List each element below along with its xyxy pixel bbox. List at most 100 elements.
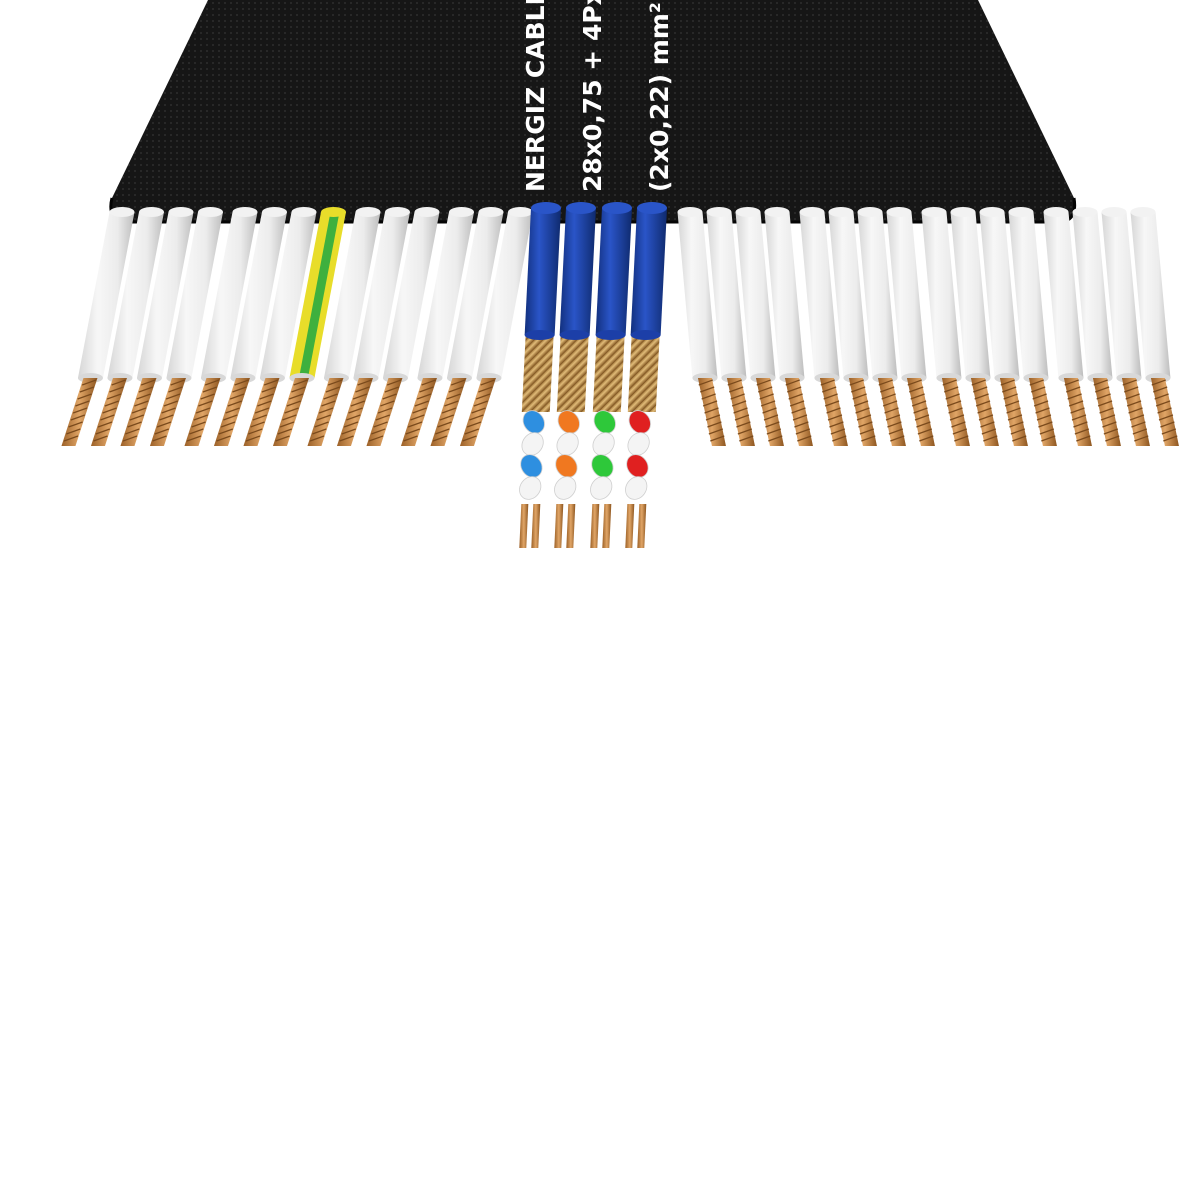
strand-line <box>382 393 397 400</box>
strand-line <box>981 428 997 435</box>
strand-line <box>1064 379 1079 386</box>
strand-line <box>189 428 204 435</box>
strand-line <box>1038 421 1053 428</box>
strand-line <box>855 407 870 414</box>
strand-line <box>913 407 928 414</box>
strand-line <box>1125 393 1140 400</box>
power-core <box>459 207 533 446</box>
power-core <box>366 207 440 446</box>
strand-line <box>880 386 895 393</box>
power-core <box>243 207 317 446</box>
strand-line <box>882 400 898 407</box>
copper-conductor <box>819 378 848 446</box>
core-insulation <box>476 212 533 378</box>
strand-line <box>352 393 368 400</box>
power-core <box>1008 207 1057 446</box>
strand-line <box>327 379 343 386</box>
strand-line <box>974 393 989 400</box>
strand-line <box>339 435 354 442</box>
pair-wire-twist <box>554 476 577 500</box>
braided-shield-icon <box>627 335 660 412</box>
core-cap <box>321 207 346 217</box>
strand-line <box>1105 435 1120 442</box>
strand-line <box>100 414 115 421</box>
strand-line <box>286 400 302 407</box>
strand-line <box>104 400 120 407</box>
strand-line <box>705 414 721 421</box>
braided-shield-icon <box>592 335 625 412</box>
strand-line <box>701 393 716 400</box>
strand-line <box>284 407 299 414</box>
strand-line <box>159 414 174 421</box>
copper-conductor <box>999 378 1028 446</box>
strand-line <box>946 400 962 407</box>
copper-conductor <box>1121 378 1150 446</box>
strand-line <box>890 435 905 442</box>
strand-line <box>762 407 777 414</box>
strand-line <box>1012 435 1027 442</box>
strand-line <box>983 435 998 442</box>
core-cap <box>291 207 317 217</box>
strand-line <box>1010 428 1026 435</box>
strand-line <box>136 393 151 400</box>
strand-line <box>1029 379 1044 386</box>
strand-line <box>168 386 183 393</box>
strand-line <box>1158 414 1174 421</box>
shield-edge <box>595 330 626 340</box>
strand-line <box>1160 421 1175 428</box>
strand-line <box>371 428 386 435</box>
strand-line <box>316 414 332 421</box>
strand-line <box>700 386 715 393</box>
strand-line <box>441 407 457 414</box>
strand-line <box>312 428 327 435</box>
strand-line <box>293 379 308 386</box>
power-core <box>61 207 135 446</box>
braided-shield-icon <box>521 335 554 412</box>
strand-line <box>727 379 742 386</box>
strand-line <box>1155 400 1171 407</box>
core-cap <box>139 207 164 217</box>
core-insulation <box>230 212 287 378</box>
strand-line <box>1071 414 1087 421</box>
pair-wire-twist <box>555 454 578 478</box>
pair-copper-conductor <box>602 504 612 548</box>
strand-line <box>464 428 480 435</box>
strand-line <box>766 428 782 435</box>
shield-edge <box>559 330 590 340</box>
strand-line <box>475 393 491 400</box>
core-insulation <box>259 212 317 378</box>
copper-conductor <box>1028 378 1057 446</box>
strand-line <box>1153 386 1168 393</box>
strand-line <box>261 386 277 393</box>
strand-line <box>325 386 341 393</box>
strand-line <box>698 379 713 386</box>
strand-line <box>403 435 418 442</box>
copper-conductor <box>848 378 877 446</box>
strand-line <box>914 414 930 421</box>
core-insulation <box>828 212 869 378</box>
copper-conductor <box>755 378 784 446</box>
strand-line <box>138 386 154 393</box>
core-insulation <box>799 212 840 378</box>
core-cap <box>355 207 381 217</box>
core-cap <box>1043 207 1069 217</box>
copper-conductor <box>1150 378 1179 446</box>
core-insulation <box>77 212 135 378</box>
core-cap <box>706 207 732 217</box>
pair-jacket-cap <box>637 202 667 214</box>
core-insulation <box>200 212 258 378</box>
core-cap <box>508 207 533 217</box>
strand-line <box>263 379 279 386</box>
core-insulation <box>107 212 164 378</box>
strand-line <box>79 386 95 393</box>
core-insulation <box>323 212 381 378</box>
strand-line <box>66 428 81 435</box>
strand-line <box>1099 407 1114 414</box>
core-cap <box>1130 207 1156 217</box>
core-cap <box>414 207 440 217</box>
strand-line <box>254 407 270 414</box>
strand-line <box>792 414 808 421</box>
strand-line <box>861 435 876 442</box>
twisted-pair <box>554 202 596 548</box>
strand-line <box>439 414 455 421</box>
